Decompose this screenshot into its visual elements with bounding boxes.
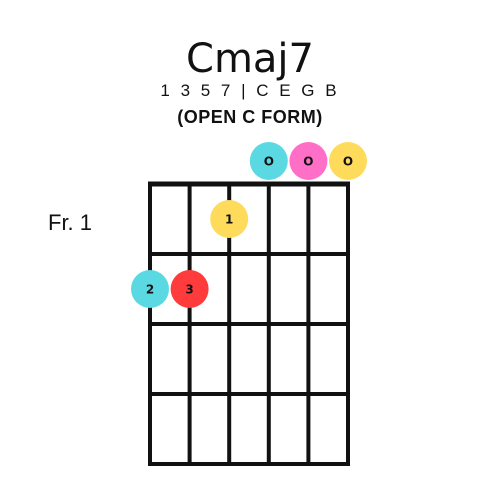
finger-marker-dot [170,270,209,308]
open-string-marker-label: O [303,155,313,169]
fret-position-label: Fr. 1 [48,210,93,235]
open-string-marker-dot [249,142,288,180]
open-string-marker-dot [329,142,367,180]
finger-marker-label: 1 [225,213,233,227]
open-string-marker-label: O [264,155,274,169]
open-string-marker-label: O [343,155,353,169]
finger-marker-label: 2 [146,283,154,297]
chord-form-label: (OPEN C FORM) [177,107,323,127]
chord-title: Cmaj7 [186,36,314,82]
chord-notes: 1 3 5 7 | C E G B [160,81,340,100]
open-string-marker-dot [289,142,328,180]
finger-marker-label: 3 [185,283,193,297]
finger-marker-dot [131,270,169,308]
finger-marker-dot [210,200,249,238]
